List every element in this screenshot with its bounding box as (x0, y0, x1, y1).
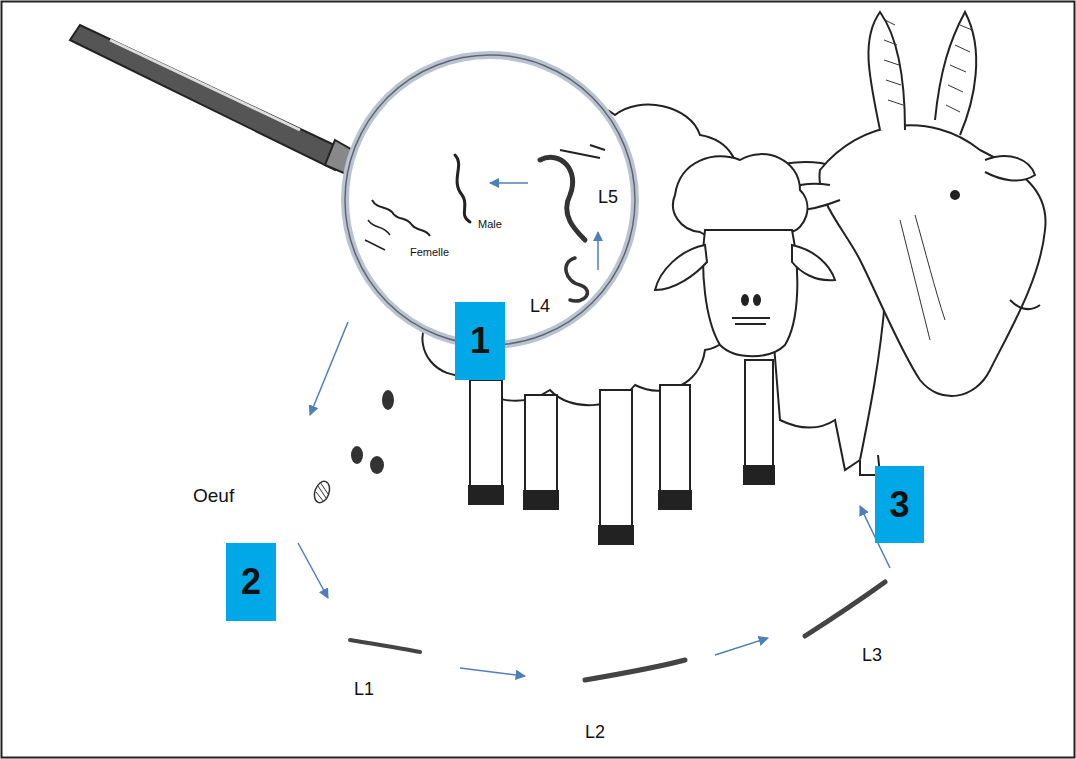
callout-number: 1 (455, 302, 505, 380)
stage-label: L5 (598, 188, 618, 208)
stage-label: Male (478, 218, 502, 230)
stage-label: L4 (530, 297, 550, 317)
stage-label: L1 (354, 680, 374, 700)
stage-label: L3 (862, 646, 882, 666)
callout-number: 2 (226, 543, 276, 621)
stage-label: Femelle (410, 246, 449, 258)
callout-number: 3 (875, 466, 924, 543)
stage-label: Oeuf (193, 486, 234, 507)
stage-label: L2 (585, 723, 605, 743)
